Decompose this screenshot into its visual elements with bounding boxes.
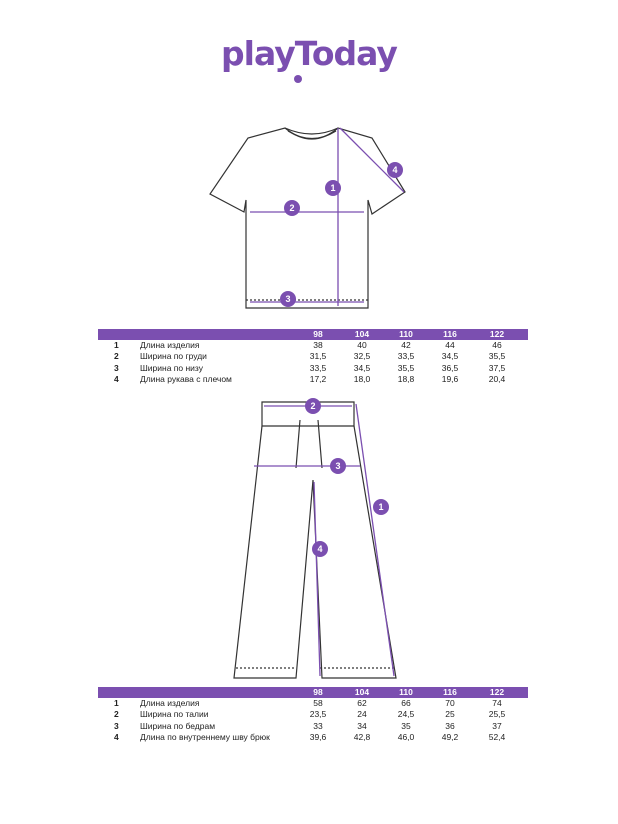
cell: 37 [492, 720, 502, 731]
cell: 24,5 [397, 709, 415, 720]
cell: 38 [313, 340, 323, 350]
pants-marker-2: 2 [310, 401, 315, 411]
cell: 35 [401, 720, 411, 731]
table-row: 2 Ширина по талии 23,5 24 24,5 25 25,5 [98, 709, 528, 720]
row-number: 2 [114, 351, 119, 362]
row-label: Ширина по низу [140, 362, 203, 373]
shirt-marker-1: 1 [330, 183, 335, 193]
brand-logo: playToday [221, 34, 398, 73]
table-header: 98 104 110 116 122 [98, 687, 528, 698]
size-header: 98 [313, 329, 323, 339]
cell: 18,0 [353, 373, 371, 384]
cell: 18,8 [397, 373, 415, 384]
row-label: Длина изделия [140, 340, 200, 350]
table-header: 98 104 110 116 122 [98, 329, 528, 340]
size-header: 122 [489, 687, 505, 697]
shirt-marker-3: 3 [285, 294, 290, 304]
cell: 62 [357, 698, 367, 708]
row-label: Ширина по талии [140, 709, 209, 720]
shirt-marker-2: 2 [289, 203, 294, 213]
table-row: 3 Ширина по низу 33,5 34,5 35,5 36,5 37,5 [98, 363, 528, 374]
cell: 23,5 [309, 709, 327, 720]
row-number: 3 [114, 720, 119, 731]
size-header: 110 [399, 687, 413, 697]
cell: 74 [492, 698, 502, 708]
cell: 34,5 [441, 351, 459, 362]
table-row: 1 Длина изделия 38 40 42 44 46 [98, 340, 528, 351]
pants-marker-3: 3 [335, 461, 340, 471]
size-header: 122 [489, 329, 505, 339]
tshirt-measure-lines [250, 127, 405, 306]
logo-dot [294, 75, 302, 83]
cell: 42,8 [353, 731, 371, 742]
size-header: 116 [443, 329, 457, 339]
cell: 36,5 [441, 362, 459, 373]
cell: 40 [357, 340, 367, 350]
size-header: 116 [443, 687, 457, 697]
row-label: Ширина по бедрам [140, 720, 216, 731]
cell: 66 [401, 698, 411, 708]
table-row: 1 Длина изделия 58 62 66 70 74 [98, 698, 528, 709]
cell: 33,5 [309, 362, 327, 373]
cell: 58 [313, 698, 323, 708]
cell: 19,6 [441, 373, 459, 384]
cell: 42 [401, 340, 411, 350]
cell: 46 [492, 340, 502, 350]
cell: 37,5 [488, 362, 506, 373]
cell: 35,5 [397, 362, 415, 373]
pants-marker-4: 4 [317, 544, 322, 554]
cell: 33 [313, 720, 323, 731]
cell: 34 [357, 720, 367, 731]
size-header: 98 [313, 687, 323, 697]
row-number: 4 [114, 373, 119, 384]
cell: 52,4 [488, 731, 506, 742]
cell: 32,5 [353, 351, 371, 362]
pants-marker-1: 1 [378, 502, 383, 512]
table-row: 2 Ширина по груди 31,5 32,5 33,5 34,5 35,5 [98, 351, 528, 362]
row-number: 1 [114, 698, 119, 708]
row-number: 2 [114, 709, 119, 720]
cell: 25 [445, 709, 455, 720]
row-label: Ширина по груди [140, 351, 207, 362]
size-header: 110 [399, 329, 413, 339]
pants-size-table: 98 104 110 116 122 1 Длина изделия 58 62 66 7… [98, 687, 528, 743]
markers [280, 162, 403, 557]
cell: 39,6 [309, 731, 327, 742]
cell: 70 [445, 698, 455, 708]
row-number: 1 [114, 340, 119, 350]
cell: 46,0 [397, 731, 415, 742]
cell: 31,5 [309, 351, 327, 362]
cell: 36 [445, 720, 455, 731]
cell: 44 [445, 340, 455, 350]
size-header: 104 [354, 329, 370, 339]
table-row: 4 Длина рукава с плечом 17,2 18,0 18,8 19,6 20… [98, 374, 528, 385]
cell: 20,4 [488, 373, 506, 384]
row-label: Длина рукава с плечом [140, 373, 232, 384]
pants-drawing [233, 401, 397, 679]
row-label: Длина по внутреннему шву брюк [140, 731, 270, 742]
cell: 24 [357, 709, 367, 720]
cell: 33,5 [397, 351, 415, 362]
cell: 49,2 [441, 731, 459, 742]
pants-measure-lines [254, 403, 395, 677]
table-row: 3 Ширина по бедрам 33 34 35 36 37 [98, 721, 528, 732]
row-label: Длина изделия [140, 698, 200, 708]
row-number: 3 [114, 362, 119, 373]
size-header: 104 [354, 687, 370, 697]
row-number: 4 [114, 731, 119, 742]
cell: 34,5 [353, 362, 371, 373]
cell: 17,2 [309, 373, 327, 384]
table-row: 4 Длина по внутреннему шву брюк 39,6 42,8 46… [98, 732, 528, 743]
shirt-marker-4: 4 [392, 165, 397, 175]
tshirt-drawing [209, 127, 406, 309]
cell: 25,5 [488, 709, 506, 720]
cell: 35,5 [488, 351, 506, 362]
